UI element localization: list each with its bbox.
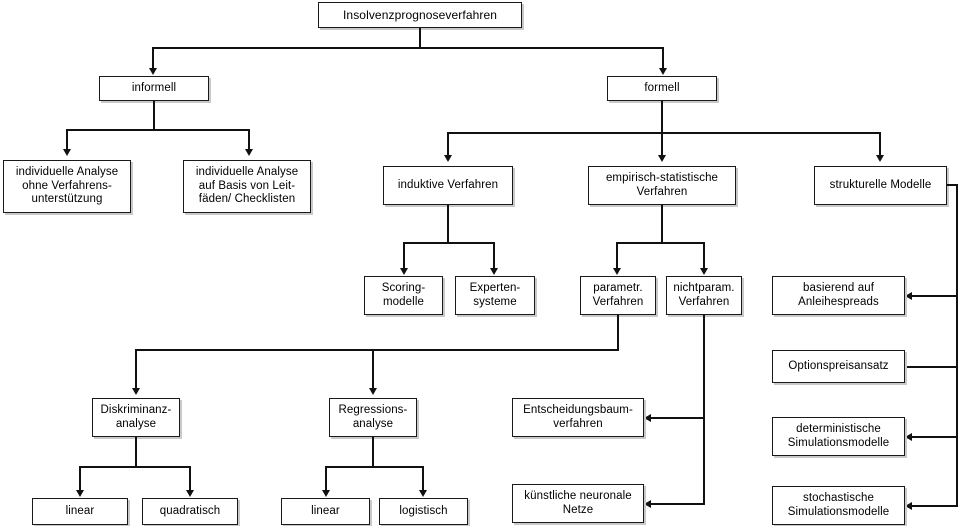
connector-empirisch-bus [616,242,705,244]
connector-regression-to-linear [325,466,327,492]
node-scoringmodelle[interactable]: Scoring- modelle [364,276,443,315]
connector-rail-to-stochastische [911,505,958,507]
arrow-rail-to-anleihespreads [905,292,912,300]
arrow-parametr-to-diskriminanz [132,388,140,395]
connector-root-stem [419,28,421,49]
connector-diskriminanz-bus [79,466,191,468]
node-nichtparam-verfahren[interactable]: nichtparam. Verfahren [666,276,742,315]
connector-rail-to-optionspreisansatz [904,366,958,368]
connector-root-to-informell [152,47,154,70]
node-individuelle-analyse-leitfaeden-checklisten[interactable]: individuelle Analyse auf Basis von Leit-… [183,160,311,213]
node-expertensysteme[interactable]: Experten- systeme [455,276,535,315]
connector-induktive-stem [447,205,449,243]
node-stochastische-simulationsmodelle[interactable]: stochastische Simulationsmodelle [772,486,905,525]
connector-diskriminanz-stem [135,437,137,467]
node-empirisch-statistische-verfahren[interactable]: empirisch-statistische Verfahren [588,166,736,205]
connector-empirisch-stem [661,205,663,243]
connector-root-bus [152,47,664,49]
node-informell[interactable]: informell [99,76,209,101]
arrow-induktive-to-scoring [400,268,408,275]
node-parametr-verfahren[interactable]: parametr. Verfahren [580,276,656,315]
node-insolvenzprognoseverfahren[interactable]: Insolvenzprognoseverfahren [318,2,522,28]
connector-empirisch-to-parametr [616,242,618,270]
arrow-root-to-informell [149,68,157,75]
arrow-formell-to-induktive [444,155,452,162]
node-induktive-verfahren[interactable]: induktive Verfahren [383,166,513,205]
arrow-nichtparam-to-netze [644,500,651,508]
node-formell[interactable]: formell [607,76,717,101]
node-quadratisch[interactable]: quadratisch [142,498,238,525]
connector-diskriminanz-to-quadratisch [189,466,191,492]
connector-strukturelle-exit [947,184,958,186]
node-diskriminanzanalyse[interactable]: Diskriminanz- analyse [92,398,180,437]
connector-informell-stem [153,101,155,130]
connector-right-rail [956,184,958,506]
connector-parametr-stem [617,315,619,351]
connector-root-to-formell [662,47,664,70]
connector-parametr-to-diskriminanz [135,349,137,390]
arrow-nichtparam-to-entscheidungsbaum [644,414,651,422]
node-linear-regressionsanalyse[interactable]: linear [281,498,370,525]
arrow-rail-to-deterministische [905,433,912,441]
arrow-empirisch-to-nichtparam [700,268,708,275]
arrow-induktive-to-experten [490,268,498,275]
node-entscheidungsbaumverfahren[interactable]: Entscheidungsbaum- verfahren [512,398,644,437]
connector-nichtparam-stem [703,315,705,505]
arrow-informell-to-leitfaeden [245,149,253,156]
node-optionspreisansatz[interactable]: Optionspreisansatz [772,350,905,383]
connector-regression-bus [325,466,424,468]
connector-rail-to-anleihespreads [911,295,958,297]
arrow-root-to-formell [659,68,667,75]
connector-formell-bus [447,132,881,134]
node-linear-diskriminanzanalyse[interactable]: linear [32,498,128,525]
connector-parametr-to-regression [372,349,374,390]
connector-induktive-to-experten [493,242,495,270]
arrow-diskriminanz-to-quadratisch [186,490,194,497]
arrow-empirisch-to-parametr [613,268,621,275]
connector-empirisch-to-nichtparam [703,242,705,270]
connector-nichtparam-to-netze [650,503,705,505]
connector-regression-to-logistisch [422,466,424,492]
node-deterministische-simulationsmodelle[interactable]: deterministische Simulationsmodelle [772,417,905,456]
connector-induktive-to-scoring [403,242,405,270]
node-regressionsanalyse[interactable]: Regressions- analyse [329,398,417,437]
connector-formell-stem [661,101,663,133]
arrow-formell-to-empirisch [658,155,666,162]
arrow-parametr-to-regression [369,388,377,395]
arrow-formell-to-strukturelle [876,155,884,162]
connector-regression-stem [372,437,374,467]
arrow-regression-to-logistisch [419,490,427,497]
node-basierend-auf-anleihespreads[interactable]: basierend auf Anleihespreads [772,276,905,315]
connector-formell-to-strukturelle [879,132,881,157]
connector-diskriminanz-to-linear [79,466,81,492]
connector-informell-bus [66,129,250,131]
node-strukturelle-modelle[interactable]: strukturelle Modelle [814,166,947,205]
arrow-rail-to-stochastische [905,502,912,510]
connector-formell-to-empirisch [661,132,663,157]
arrow-regression-to-linear [322,490,330,497]
arrow-diskriminanz-to-linear [76,490,84,497]
connector-informell-to-ohne [66,129,68,151]
connector-rail-to-deterministische [911,436,958,438]
node-kuenstliche-neuronale-netze[interactable]: künstliche neuronale Netze [512,484,644,523]
connector-parametr-bus [135,349,619,351]
arrow-informell-to-ohne [63,149,71,156]
node-individuelle-analyse-ohne-verfahrensunterstuetzung[interactable]: individuelle Analyse ohne Verfahrens- un… [3,160,131,213]
node-logistisch[interactable]: logistisch [379,498,468,525]
connector-formell-to-induktive [447,132,449,157]
connector-nichtparam-to-entscheidungsbaum [650,417,705,419]
connector-informell-to-leitfaeden [248,129,250,151]
connector-induktive-bus [403,242,495,244]
